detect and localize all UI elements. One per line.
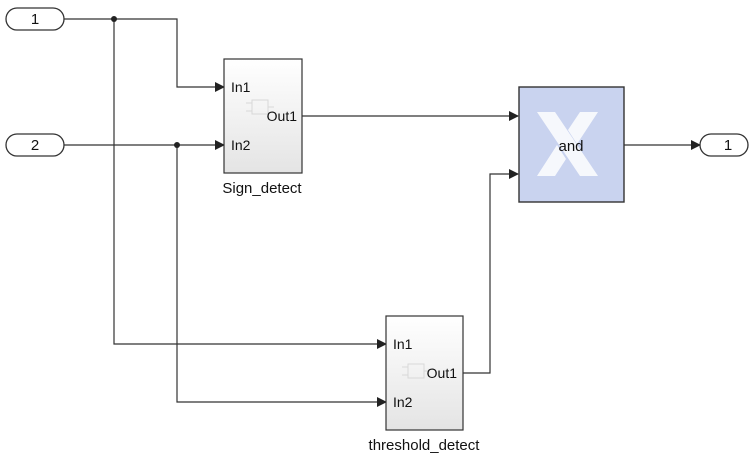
threshold-detect-in1-label: In1 (393, 336, 413, 352)
sign-detect-name: Sign_detect (222, 180, 302, 197)
xilinx-logo-icon (537, 112, 598, 176)
sign-detect-out1-label: Out1 (267, 108, 298, 124)
and-gate-label: and (558, 138, 583, 155)
and-gate-block[interactable]: and (518, 86, 625, 203)
threshold-detect-out1-label: Out1 (427, 365, 458, 381)
sign-detect-in1-label: In1 (231, 79, 251, 95)
inport-1[interactable]: 1 (5, 7, 65, 31)
signal-lines (64, 18, 701, 407)
branch-point (174, 142, 180, 148)
sign-detect-in2-label: In2 (231, 137, 251, 153)
inport-1-label: 1 (31, 11, 39, 28)
threshold-detect-name: threshold_detect (369, 437, 481, 454)
threshold-detect-in2-label: In2 (393, 394, 413, 410)
wire-in1-to-threshold-in1[interactable] (113, 19, 387, 349)
sign-detect-subsystem[interactable]: In1 In2 Out1 (223, 58, 303, 174)
threshold-detect-subsystem[interactable]: In1 In2 Out1 (385, 315, 464, 431)
subsystem-glyph-icon (402, 363, 430, 379)
inport-2-label: 2 (31, 137, 39, 154)
wire-in1-to-sign-in1[interactable] (114, 18, 225, 92)
inport-2[interactable]: 2 (5, 133, 65, 157)
wire-in2-to-threshold-in2[interactable] (176, 145, 387, 407)
outport-1[interactable]: 1 (699, 133, 749, 157)
wire-threshold-out-to-and[interactable] (463, 169, 519, 374)
branch-point (111, 16, 117, 22)
subsystem-glyph-icon (246, 99, 274, 115)
outport-1-label: 1 (724, 137, 732, 154)
